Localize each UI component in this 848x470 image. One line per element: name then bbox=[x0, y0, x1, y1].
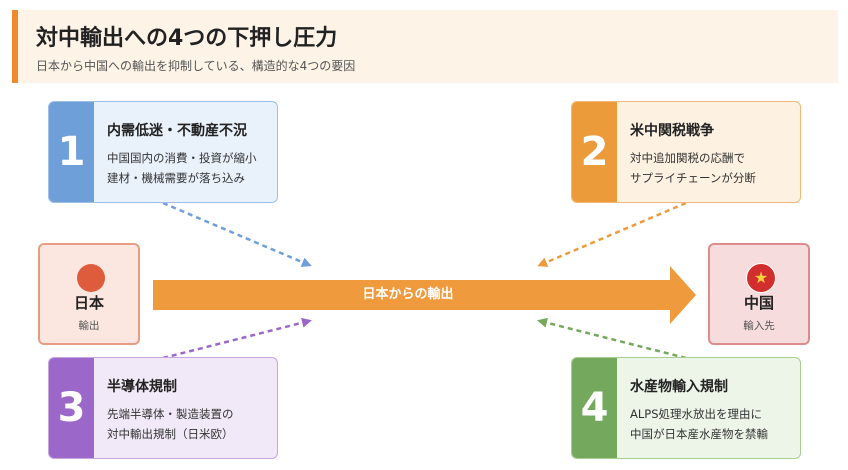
factor-line: 建材・機械需要が落ち込み bbox=[107, 171, 245, 185]
factor-line: 先端半導体・製造装置の bbox=[107, 407, 234, 421]
factor-number: 1 bbox=[49, 102, 94, 202]
factor-card-4: 4 水産物輸入規制 ALPS処理水放出を理由に 中国が日本産水産物を禁輸 bbox=[571, 357, 801, 459]
node-subtitle: 輸出 bbox=[78, 320, 100, 332]
factor-number: 4 bbox=[572, 358, 617, 458]
factor-title: 米中関税戦争 bbox=[630, 123, 714, 139]
node-title: 中国 bbox=[743, 294, 774, 312]
node-subtitle: 輸入先 bbox=[743, 320, 775, 332]
factor-description: 先端半導体・製造装置の 対中輸出規制（日米欧） bbox=[107, 404, 234, 444]
factor-number: 3 bbox=[49, 358, 94, 458]
factor-number: 2 bbox=[572, 102, 617, 202]
node-japan: 日本 輸出 bbox=[38, 243, 140, 345]
export-flow-arrow bbox=[153, 266, 696, 324]
page-title: 対中輸出への4つの下押し圧力 bbox=[36, 26, 338, 51]
factor-line: サプライチェーンが分断 bbox=[630, 171, 756, 185]
factor-description: ALPS処理水放出を理由に 中国が日本産水産物を禁輸 bbox=[630, 404, 768, 444]
factor-line: 中国国内の消費・投資が縮小 bbox=[107, 151, 257, 165]
factor-card-3: 3 半導体規制 先端半導体・製造装置の 対中輸出規制（日米欧） bbox=[48, 357, 278, 459]
pressure-arrow-2 bbox=[537, 201, 687, 267]
sun-circle-icon bbox=[77, 264, 105, 292]
pressure-arrow-3 bbox=[162, 317, 312, 360]
factor-description: 中国国内の消費・投資が縮小 建材・機械需要が落ち込み bbox=[107, 148, 257, 188]
factor-title: 水産物輸入規制 bbox=[630, 379, 728, 395]
pressure-arrow-1 bbox=[162, 201, 312, 267]
factor-card-2: 2 米中関税戦争 対中追加関税の応酬で サプライチェーンが分断 bbox=[571, 101, 801, 203]
node-china: ★ 中国 輸入先 bbox=[708, 243, 810, 345]
factor-line: 対中輸出規制（日米欧） bbox=[107, 427, 234, 441]
factor-card-1: 1 内需低迷・不動産不況 中国国内の消費・投資が縮小 建材・機械需要が落ち込み bbox=[48, 101, 278, 203]
star-flag-icon: ★ bbox=[746, 263, 776, 293]
page-subtitle: 日本から中国への輸出を抑制している、構造的な4つの要因 bbox=[36, 59, 356, 73]
factor-title: 半導体規制 bbox=[107, 379, 177, 395]
export-flow-label: 日本からの輸出 bbox=[362, 287, 454, 302]
factor-line: 中国が日本産水産物を禁輸 bbox=[630, 427, 768, 441]
factor-description: 対中追加関税の応酬で サプライチェーンが分断 bbox=[630, 148, 756, 188]
factor-line: ALPS処理水放出を理由に bbox=[630, 407, 763, 421]
pressure-arrow-4 bbox=[537, 317, 687, 360]
header-banner: 対中輸出への4つの下押し圧力 日本から中国への輸出を抑制している、構造的な4つの… bbox=[12, 10, 838, 83]
factor-title: 内需低迷・不動産不況 bbox=[107, 123, 247, 139]
node-title: 日本 bbox=[73, 294, 104, 312]
factor-line: 対中追加関税の応酬で bbox=[630, 151, 745, 165]
